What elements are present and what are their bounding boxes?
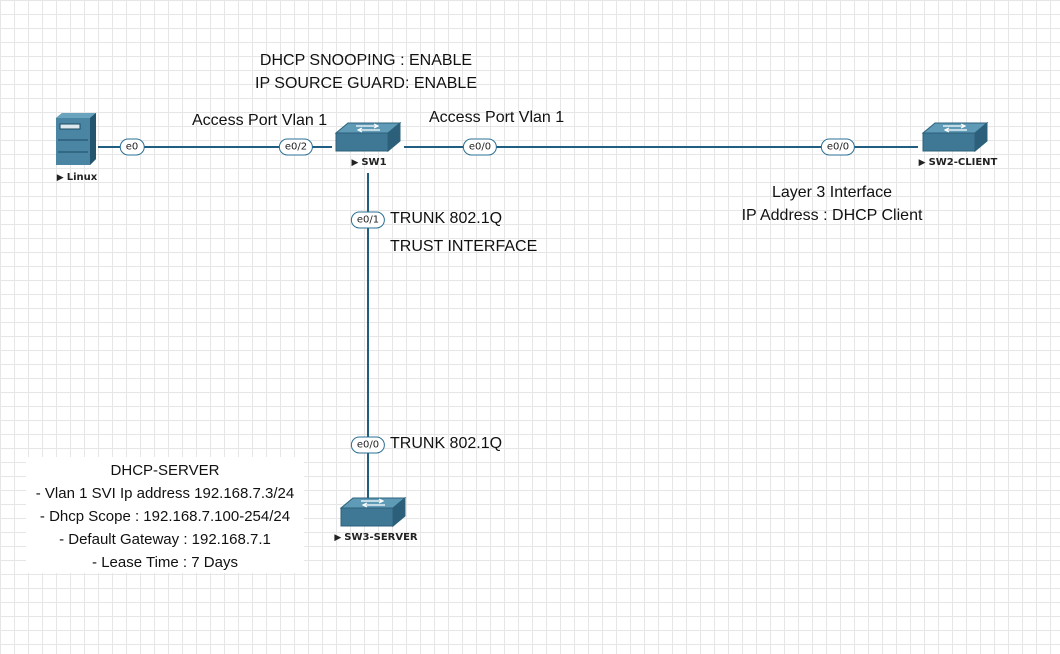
play-icon: ▶ xyxy=(918,158,926,168)
port-sw3-e0-0[interactable]: e0/0 xyxy=(350,436,386,454)
node-label-sw2-client: ▶SW2-CLIENT xyxy=(918,157,998,168)
ip-address-label: IP Address : DHCP Client xyxy=(741,207,923,224)
port-sw1-e0-2[interactable]: e0/2 xyxy=(278,138,314,156)
trunk-top-label: TRUNK 802.1Q xyxy=(390,210,503,227)
play-icon: ▶ xyxy=(334,533,342,543)
link-sw1-sw2[interactable] xyxy=(404,146,918,148)
play-icon: ▶ xyxy=(56,173,64,183)
port-sw2-e0-0[interactable]: e0/0 xyxy=(820,138,856,156)
linux-server-icon[interactable] xyxy=(54,112,96,166)
layer3-interface-label: Layer 3 Interface xyxy=(771,184,893,201)
sw3-server-switch-icon[interactable] xyxy=(339,496,407,528)
dhcp-snooping-label: DHCP SNOOPING : ENABLE xyxy=(259,52,473,69)
sw1-switch-icon[interactable] xyxy=(334,121,402,153)
port-sw1-e0-1[interactable]: e0/1 xyxy=(350,211,386,229)
access-port-right-label: Access Port Vlan 1 xyxy=(429,109,565,126)
ip-source-guard-label: IP SOURCE GUARD: ENABLE xyxy=(255,75,477,92)
sw2-client-switch-icon[interactable] xyxy=(921,121,989,153)
link-sw1-sw3[interactable] xyxy=(367,173,369,499)
dhcp-server-title: DHCP-SERVER xyxy=(110,462,220,479)
trust-interface-label: TRUST INTERFACE xyxy=(390,238,538,255)
trunk-bottom-label: TRUNK 802.1Q xyxy=(390,435,503,452)
link-linux-sw1[interactable] xyxy=(98,146,332,148)
play-icon: ▶ xyxy=(351,158,359,168)
dhcp-server-line: - Dhcp Scope : 192.168.7.100-254/24 xyxy=(39,508,291,525)
dhcp-server-line: - Vlan 1 SVI Ip address 192.168.7.3/24 xyxy=(35,485,295,502)
access-port-left-label: Access Port Vlan 1 xyxy=(192,112,328,129)
node-label-linux: ▶Linux xyxy=(56,172,98,183)
port-linux-e0[interactable]: e0 xyxy=(119,138,145,156)
dhcp-server-line: - Lease Time : 7 Days xyxy=(92,554,238,571)
dhcp-server-info-box: DHCP-SERVER - Vlan 1 SVI Ip address 192.… xyxy=(26,457,304,573)
dhcp-server-line: - Default Gateway : 192.168.7.1 xyxy=(59,531,271,548)
node-label-sw3-server: ▶SW3-SERVER xyxy=(334,532,418,543)
node-label-sw1: ▶SW1 xyxy=(351,157,387,168)
port-sw1-e0-0[interactable]: e0/0 xyxy=(462,138,498,156)
